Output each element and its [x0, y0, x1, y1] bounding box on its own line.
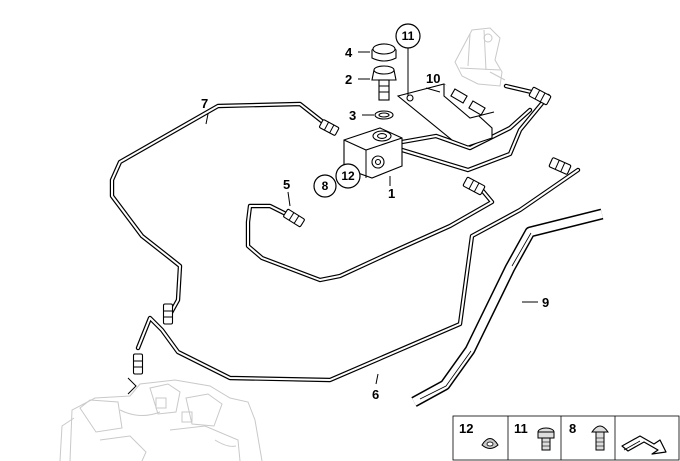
callout-4: 4: [345, 45, 353, 60]
bolt-lower-left: [127, 377, 137, 395]
brake-line-7: [109, 101, 331, 321]
background-engine-sketch: [59, 379, 263, 461]
callout-7: 7: [201, 96, 208, 111]
washer-icon: [481, 438, 499, 449]
seal-ring-3: [374, 110, 394, 120]
callout-9: 9: [542, 295, 549, 310]
callout-1: 1: [388, 186, 395, 201]
callout-6: 6: [372, 387, 379, 402]
round-head-bolt-icon: [591, 425, 609, 451]
background-bracket-sketch: [454, 27, 506, 87]
callout-11: 11: [402, 29, 415, 43]
brake-distributor-1: [343, 127, 403, 179]
hex-bolt-icon: [537, 427, 555, 451]
pipe-fittings: [132, 86, 572, 375]
callout-5: 5: [283, 177, 290, 192]
legend-label-11: 11: [514, 421, 528, 436]
hollow-screw-2: [371, 65, 397, 101]
brake-line-upper: [399, 83, 551, 173]
brake-line-6: [135, 167, 581, 383]
legend-label-8: 8: [569, 421, 576, 436]
callout-12: 12: [341, 169, 355, 183]
legend-label-12: 12: [459, 421, 473, 436]
callout-3: 3: [349, 108, 356, 123]
callouts: 1 2 3 4 5 6 7 8 9 10 11 12: [201, 23, 549, 402]
callout-8: 8: [322, 179, 329, 193]
brake-hose-9: [411, 208, 604, 407]
callout-2: 2: [345, 72, 352, 87]
leader-lines: [205, 48, 538, 385]
cap-4: [371, 43, 397, 62]
pipe-holder-10: [396, 83, 495, 147]
brake-line-5: [245, 187, 495, 283]
next-page-arrow-icon[interactable]: [621, 435, 667, 455]
callout-10: 10: [426, 71, 440, 86]
parts-legend: 12 11 8: [452, 415, 680, 461]
